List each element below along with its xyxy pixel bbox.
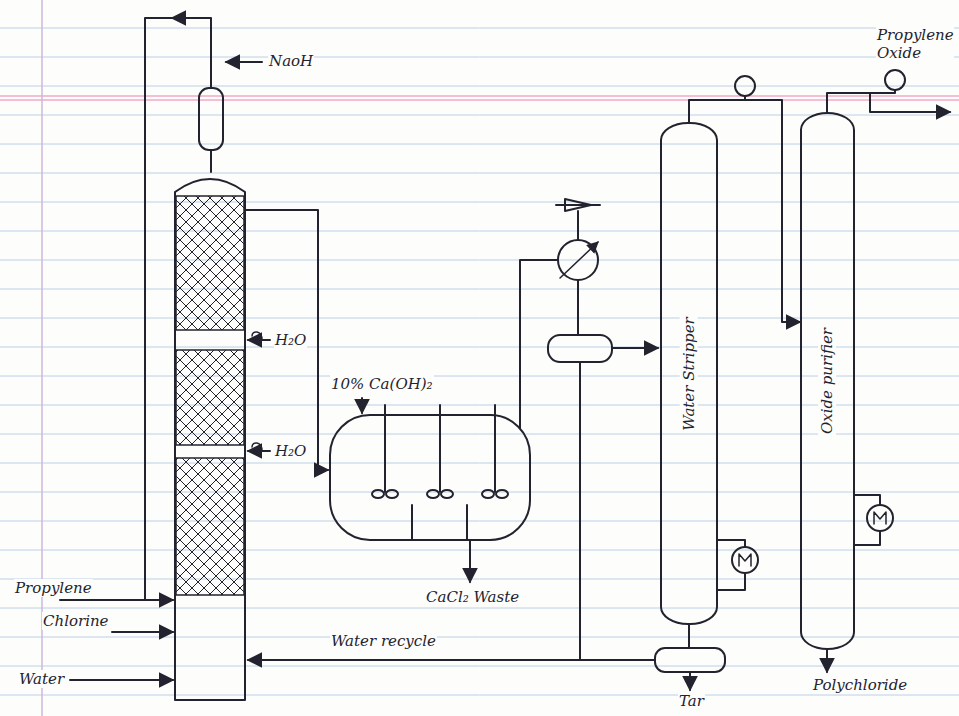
pen-curl	[252, 443, 262, 451]
agitator-blade	[496, 490, 508, 498]
pink-rule	[0, 95, 959, 97]
column-name: Water Stripper	[680, 315, 698, 432]
pipe	[855, 531, 880, 545]
tar-separator	[655, 648, 725, 672]
vent-recycle-pipe	[145, 18, 211, 600]
saponifier-vessel	[330, 415, 530, 540]
stripper-column: Water Stripper	[660, 122, 718, 625]
column-name: Oxide purifier	[819, 326, 837, 436]
pipe	[210, 150, 212, 172]
agitator-blade	[386, 490, 398, 498]
stream-label: Propylene Oxide	[876, 26, 954, 62]
recycle-pipe	[248, 659, 655, 661]
caustic-scrubber	[199, 88, 223, 150]
stream-label: Polychloride	[812, 676, 908, 694]
pipe	[245, 210, 328, 470]
pipe	[855, 495, 880, 505]
stream-label: Propylene	[14, 579, 93, 597]
reboiler	[867, 505, 893, 531]
pipe	[688, 625, 690, 648]
purifier-column: Oxide purifier	[800, 112, 855, 650]
reboiler	[732, 547, 758, 573]
pipe	[718, 573, 745, 590]
agitator-shaft	[494, 405, 496, 492]
agitator-shaft	[384, 405, 386, 492]
overhead-pipe	[827, 90, 895, 112]
agitator-blade	[372, 490, 384, 498]
agitator-blade	[482, 490, 494, 498]
condenser	[735, 76, 755, 96]
agitator-shaft	[439, 405, 441, 492]
feed-arrow	[112, 631, 173, 633]
vapour-pipe	[520, 260, 557, 428]
agitator-blade	[427, 490, 439, 498]
agitator-blade	[441, 490, 453, 498]
baffle	[411, 505, 413, 540]
pipe	[579, 362, 581, 660]
stream-label: Water recycle	[330, 632, 437, 650]
ejector-line	[556, 204, 600, 206]
feed-arrow	[361, 398, 363, 413]
pipe	[612, 347, 658, 349]
stream-label: CaCl₂ Waste	[425, 588, 520, 606]
stream-label: 10% Ca(OH)₂	[330, 375, 434, 393]
condenser	[885, 70, 905, 90]
overhead-pipe	[689, 100, 800, 322]
pipe	[577, 280, 579, 335]
margin-line	[41, 0, 43, 716]
packing	[176, 350, 244, 445]
pen-curl	[252, 332, 262, 340]
feed-arrow	[226, 61, 262, 63]
baffle	[466, 505, 468, 540]
packing	[176, 196, 244, 330]
stream-label: Tar	[678, 692, 705, 710]
steam-ejector	[565, 199, 591, 211]
absorber-tower	[175, 179, 245, 700]
tar-arrow	[689, 672, 691, 690]
stream-label: H₂O	[274, 331, 307, 349]
reboiler-mark	[874, 512, 886, 524]
condenser-arrow	[560, 242, 598, 278]
pipe	[577, 211, 579, 240]
waste-arrow	[469, 540, 471, 582]
feed-arrow	[70, 679, 173, 681]
feed-arrow	[248, 450, 270, 452]
stream-label: Water	[18, 670, 65, 688]
condenser	[558, 240, 598, 280]
separator-drum	[548, 335, 612, 362]
flow-arrow	[172, 17, 196, 19]
reboiler-mark	[739, 554, 751, 566]
stream-label: Chlorine	[42, 612, 109, 630]
feed-arrow	[248, 339, 270, 341]
product-arrow	[870, 93, 950, 112]
packing	[176, 458, 244, 595]
stream-label: H₂O	[274, 442, 307, 460]
pipe	[718, 540, 745, 547]
feed-arrow	[60, 599, 173, 601]
pink-rule	[0, 99, 959, 101]
stream-label: NaoH	[268, 52, 314, 70]
bottoms-arrow	[826, 650, 828, 672]
